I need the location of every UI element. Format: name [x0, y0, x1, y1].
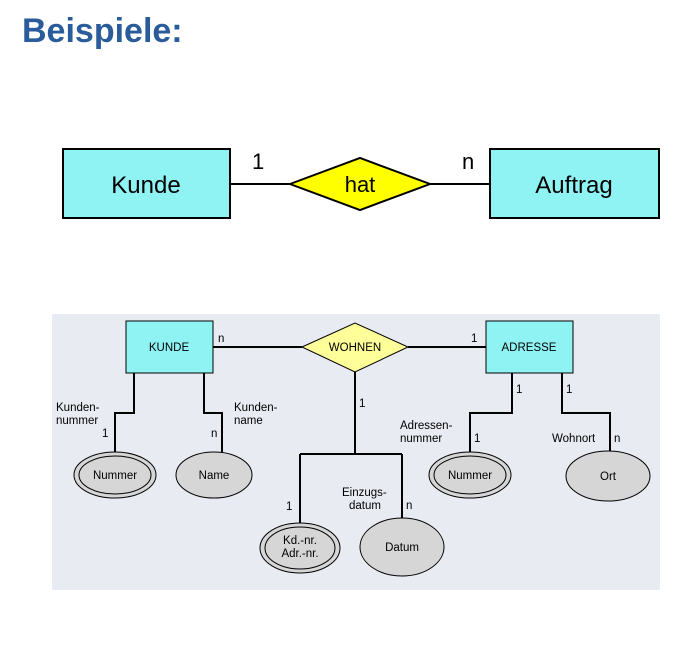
label-kundennummer-1: Kunden-: [56, 402, 100, 414]
attribute-ort: Ort: [565, 450, 651, 502]
attribute-nummer-kunde-label: Nummer: [93, 470, 137, 482]
card-adresse-left-top: 1: [516, 384, 522, 396]
label-kundenname-1: Kunden-: [234, 402, 278, 414]
entity-kunde-detailed-label: KUNDE: [149, 342, 190, 354]
card-einzugsdatum: n: [406, 500, 412, 512]
entity-kunde-detailed: [125, 320, 214, 374]
attribute-nummer-adresse: Nummer: [428, 451, 512, 499]
attribute-nummer-kunde: Nummer: [73, 451, 157, 499]
connector-lines: [114, 346, 611, 527]
page-title: Beispiele:: [22, 12, 183, 50]
label-einzugsdatum-1: Einzugs-: [342, 487, 387, 499]
card-kundenname: n: [211, 428, 217, 440]
entity-auftrag: [489, 148, 660, 219]
label-wohnort: Wohnort: [552, 433, 596, 445]
cardinality-left: 1: [252, 149, 264, 174]
entity-kunde: [62, 148, 231, 219]
attribute-datum: Datum: [359, 517, 445, 577]
attribute-name: Name: [175, 451, 253, 499]
label-einzugsdatum-2: datum: [349, 500, 381, 512]
card-rel-down: 1: [359, 398, 365, 410]
card-wohnort: n: [614, 433, 620, 445]
diagram-detailed: KUNDE ADRESSE WOHNEN n 1 1 Kunden- numme…: [52, 314, 660, 590]
relationship-wohnen-label: WOHNEN: [329, 342, 381, 354]
attribute-nummer-adresse-label: Nummer: [448, 470, 492, 482]
entity-adresse-label: ADRESSE: [502, 342, 557, 354]
card-adresse-rel: 1: [471, 333, 477, 345]
label-kundennummer-2: nummer: [56, 415, 98, 427]
relationship-hat-label: hat: [345, 172, 376, 197]
cardinality-right: n: [462, 149, 474, 174]
card-kundennummer: 1: [102, 428, 108, 440]
card-adresse-right-top: 1: [566, 384, 572, 396]
diagram-simple: Kunde Auftrag hat 1 n: [62, 148, 660, 219]
relationship-hat: [287, 156, 433, 212]
attribute-adrnr-label: Adr.-nr.: [281, 548, 318, 560]
label-kundenname-2: name: [234, 415, 263, 427]
attribute-kdnr-label: Kd.-nr.: [283, 535, 317, 547]
relationship-wohnen: [300, 322, 410, 373]
attribute-ort-label: Ort: [600, 471, 617, 483]
entity-kunde-label: Kunde: [111, 172, 180, 199]
label-adressennummer-2: nummer: [400, 433, 442, 445]
attribute-datum-label: Datum: [385, 542, 419, 554]
attribute-name-label: Name: [199, 470, 230, 482]
label-adressennummer-1: Adressen-: [400, 420, 453, 432]
card-kunde-rel: n: [218, 333, 224, 345]
attribute-kdnr-adrnr: Kd.-nr. Adr.-nr.: [259, 522, 341, 574]
card-kdnr: 1: [286, 501, 292, 513]
entity-adresse: [485, 320, 574, 374]
entity-auftrag-label: Auftrag: [535, 172, 612, 199]
card-adressennummer: 1: [474, 433, 480, 445]
